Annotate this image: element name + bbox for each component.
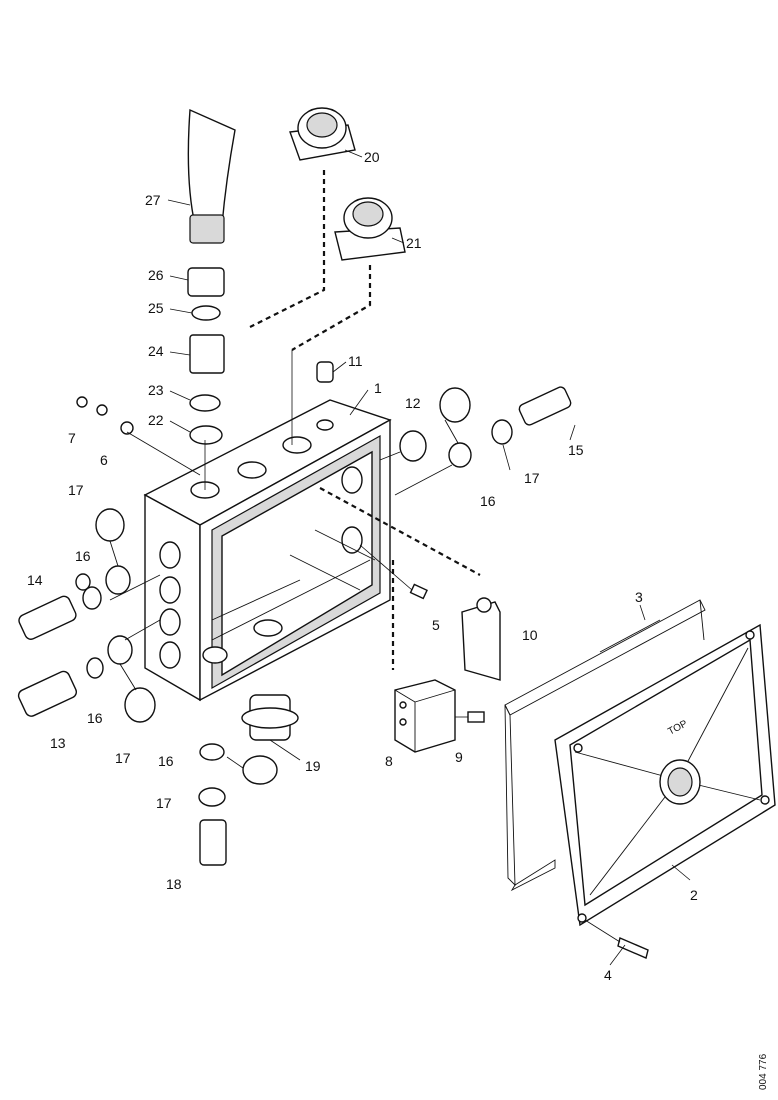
component-10: [461, 597, 501, 681]
callout-21: 21: [406, 235, 422, 251]
lid-gasket: [504, 599, 706, 892]
callout-11: 11: [348, 353, 363, 369]
screw-9: [455, 711, 485, 723]
lid-screw: [584, 919, 649, 959]
callout-24: 24: [148, 343, 164, 359]
callout-10: 10: [522, 627, 538, 643]
callout-labels: 1 2 3 4 5 6 7 8 9 10 11 12 13 14 15 16 1…: [27, 149, 769, 1090]
caps-17-left: [95, 508, 156, 723]
bottom-fittings: [198, 694, 299, 866]
enclosure-box: [143, 399, 392, 702]
callout-1: 1: [374, 380, 382, 396]
callout-18: 18: [166, 876, 182, 892]
callout-27: 27: [145, 192, 161, 208]
callout-leaders: [167, 149, 405, 433]
cap-12: [399, 387, 472, 468]
callout-12: 12: [405, 395, 421, 411]
callout-16-d: 16: [158, 753, 174, 769]
callout-17-b: 17: [115, 750, 131, 766]
callout-7: 7: [68, 430, 76, 446]
callout-23: 23: [148, 382, 164, 398]
callout-5: 5: [432, 617, 440, 633]
terminal-block: [394, 679, 456, 753]
connector-13: [17, 657, 104, 717]
plug-11: [316, 361, 334, 383]
callout-22: 22: [148, 412, 164, 428]
connector-15: [491, 386, 572, 445]
callout-15: 15: [568, 442, 584, 458]
callout-25: 25: [148, 300, 164, 316]
callout-19: 19: [305, 758, 321, 774]
callout-6: 6: [100, 452, 108, 468]
callout-20: 20: [364, 149, 380, 165]
callout-3: 3: [635, 589, 643, 605]
callout-9: 9: [455, 749, 463, 765]
callout-2: 2: [690, 887, 698, 903]
callout-4: 4: [604, 967, 612, 983]
screw-5: [409, 583, 428, 600]
callout-14: 14: [27, 572, 43, 588]
callout-17-a: 17: [68, 482, 84, 498]
callout-26: 26: [148, 267, 164, 283]
connector-21: [334, 197, 406, 261]
screw-6-7: [76, 396, 134, 435]
leader-lines: [109, 350, 691, 966]
connector-14: [18, 573, 102, 640]
callout-16-a: 16: [75, 548, 91, 564]
callout-13: 13: [50, 735, 66, 751]
reference-code: 004 776: [758, 1053, 769, 1090]
callout-16-b: 16: [87, 710, 103, 726]
callout-16-c: 16: [480, 493, 496, 509]
enclosure-lid: TOP: [554, 623, 776, 927]
routing-lines: [249, 170, 481, 670]
connector-20: [289, 107, 356, 161]
callout-17-d: 17: [156, 795, 172, 811]
callout-17-c: 17: [524, 470, 540, 486]
callout-8: 8: [385, 753, 393, 769]
upper-fittings: [187, 108, 236, 445]
